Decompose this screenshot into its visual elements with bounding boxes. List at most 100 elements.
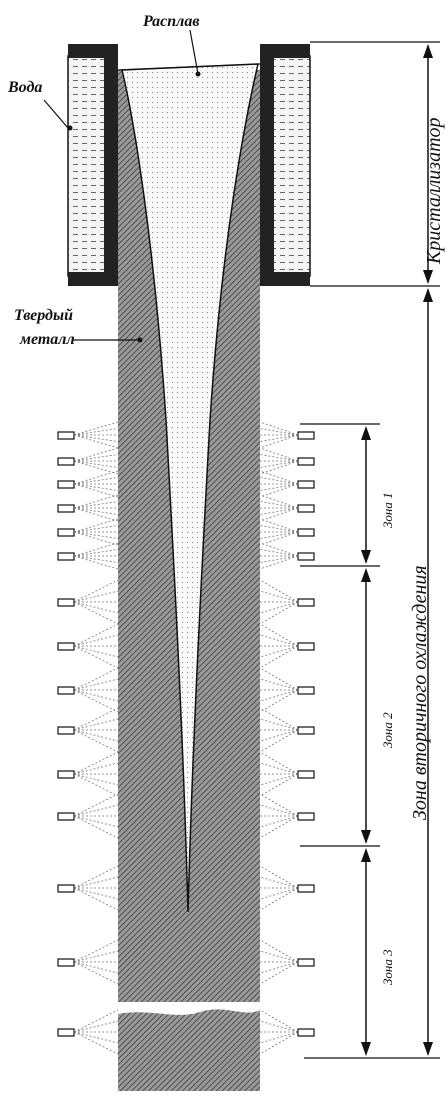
spray-jet-right — [260, 1032, 298, 1054]
solid-label-line1: Твердый — [14, 307, 73, 324]
spray-jet-right — [260, 624, 298, 646]
spray-jet-left — [74, 708, 118, 730]
spray-jet-left — [74, 519, 118, 532]
spray-jet-left — [74, 635, 118, 646]
spray-jet-left — [74, 429, 118, 436]
melt-leader-dot — [196, 72, 201, 77]
spray-jet-right — [260, 495, 298, 508]
spray-jet-right — [260, 484, 298, 491]
spray-jet-right — [260, 888, 298, 910]
spray-jet-left — [74, 1010, 118, 1032]
spray-nozzle-right — [298, 959, 314, 966]
spray-nozzle-left — [58, 529, 74, 536]
spray-jet-right — [260, 816, 298, 838]
spray-jet-right — [260, 646, 298, 657]
spray-nozzle-right — [298, 727, 314, 734]
spray-jet-right — [260, 1032, 298, 1043]
spray-jet-right — [260, 816, 298, 827]
spray-nozzle-left — [58, 885, 74, 892]
spray-jet-left — [74, 1032, 118, 1054]
spray-jet-left — [74, 602, 118, 624]
spray-jet-left — [74, 556, 118, 569]
spray-jet-right — [260, 532, 298, 539]
spray-jet-left — [74, 1032, 118, 1043]
spray-jet-left — [74, 1021, 118, 1032]
spray-jet-right — [260, 951, 298, 962]
spray-jet-left — [74, 668, 118, 690]
spray-jet-right — [260, 556, 298, 563]
spray-jet-left — [74, 422, 118, 435]
spray-jet-right — [260, 962, 298, 973]
solid-leader-dot — [138, 338, 143, 343]
zone1-label: Зона 1 — [380, 492, 395, 528]
spray-jet-left — [74, 646, 118, 668]
spray-jet-right — [260, 502, 298, 509]
spray-jet-right — [260, 508, 298, 515]
spray-nozzle-right — [298, 771, 314, 778]
spray-jet-left — [74, 940, 118, 962]
spray-nozzle-left — [58, 687, 74, 694]
spray-jet-left — [74, 719, 118, 730]
spray-nozzle-left — [58, 481, 74, 488]
spray-jet-left — [74, 471, 118, 484]
water-leader-dot — [68, 126, 73, 131]
spray-jet-left — [74, 774, 118, 796]
mold-label: Кристаллизатор — [423, 117, 445, 265]
spray-nozzle-right — [298, 1029, 314, 1036]
spray-jet-right — [260, 580, 298, 602]
spray-jet-right — [260, 690, 298, 712]
spray-jet-right — [260, 794, 298, 816]
spray-jet-right — [260, 602, 298, 613]
spray-jet-left — [74, 532, 118, 539]
spray-jet-left — [74, 455, 118, 462]
spray-jet-left — [74, 550, 118, 557]
spray-nozzle-right — [298, 687, 314, 694]
water-label: Вода — [7, 79, 42, 96]
spray-jet-right — [260, 752, 298, 774]
spray-jet-right — [260, 508, 298, 521]
spray-jet-right — [260, 877, 298, 888]
spray-nozzle-right — [298, 505, 314, 512]
solid-label-line2: металл — [19, 331, 75, 348]
spray-jet-left — [74, 495, 118, 508]
spray-jet-right — [260, 635, 298, 646]
spray-jet-left — [74, 435, 118, 448]
spray-jet-left — [74, 816, 118, 827]
spray-jet-right — [260, 532, 298, 545]
spray-jet-left — [74, 526, 118, 533]
spray-jet-right — [260, 550, 298, 557]
spray-jet-right — [260, 484, 298, 497]
spray-jet-right — [260, 461, 298, 468]
spray-nozzle-left — [58, 959, 74, 966]
spray-nozzle-left — [58, 813, 74, 820]
spray-jet-right — [260, 1021, 298, 1032]
spray-jet-left — [74, 461, 118, 474]
spray-jet-right — [260, 478, 298, 485]
spray-jet-right — [260, 422, 298, 435]
spray-jet-right — [260, 763, 298, 774]
spray-jet-right — [260, 455, 298, 462]
spray-jet-left — [74, 690, 118, 712]
spray-jet-left — [74, 484, 118, 491]
spray-nozzle-right — [298, 643, 314, 650]
spray-jet-right — [260, 679, 298, 690]
spray-jet-right — [260, 1010, 298, 1032]
spray-jet-right — [260, 429, 298, 436]
spray-jet-right — [260, 461, 298, 474]
spray-jet-right — [260, 556, 298, 569]
spray-jet-left — [74, 602, 118, 613]
spray-jet-left — [74, 532, 118, 545]
spray-jet-right — [260, 668, 298, 690]
spray-jet-right — [260, 866, 298, 888]
spray-nozzle-right — [298, 553, 314, 560]
spray-jet-left — [74, 962, 118, 973]
spray-jet-left — [74, 763, 118, 774]
spray-nozzle-right — [298, 481, 314, 488]
spray-jet-right — [260, 940, 298, 962]
secondary-cooling-label: Зона вторичного охлаждения — [409, 565, 431, 820]
spray-nozzle-left — [58, 643, 74, 650]
water-leader-line — [44, 100, 68, 128]
spray-nozzle-right — [298, 885, 314, 892]
spray-jet-right — [260, 591, 298, 602]
